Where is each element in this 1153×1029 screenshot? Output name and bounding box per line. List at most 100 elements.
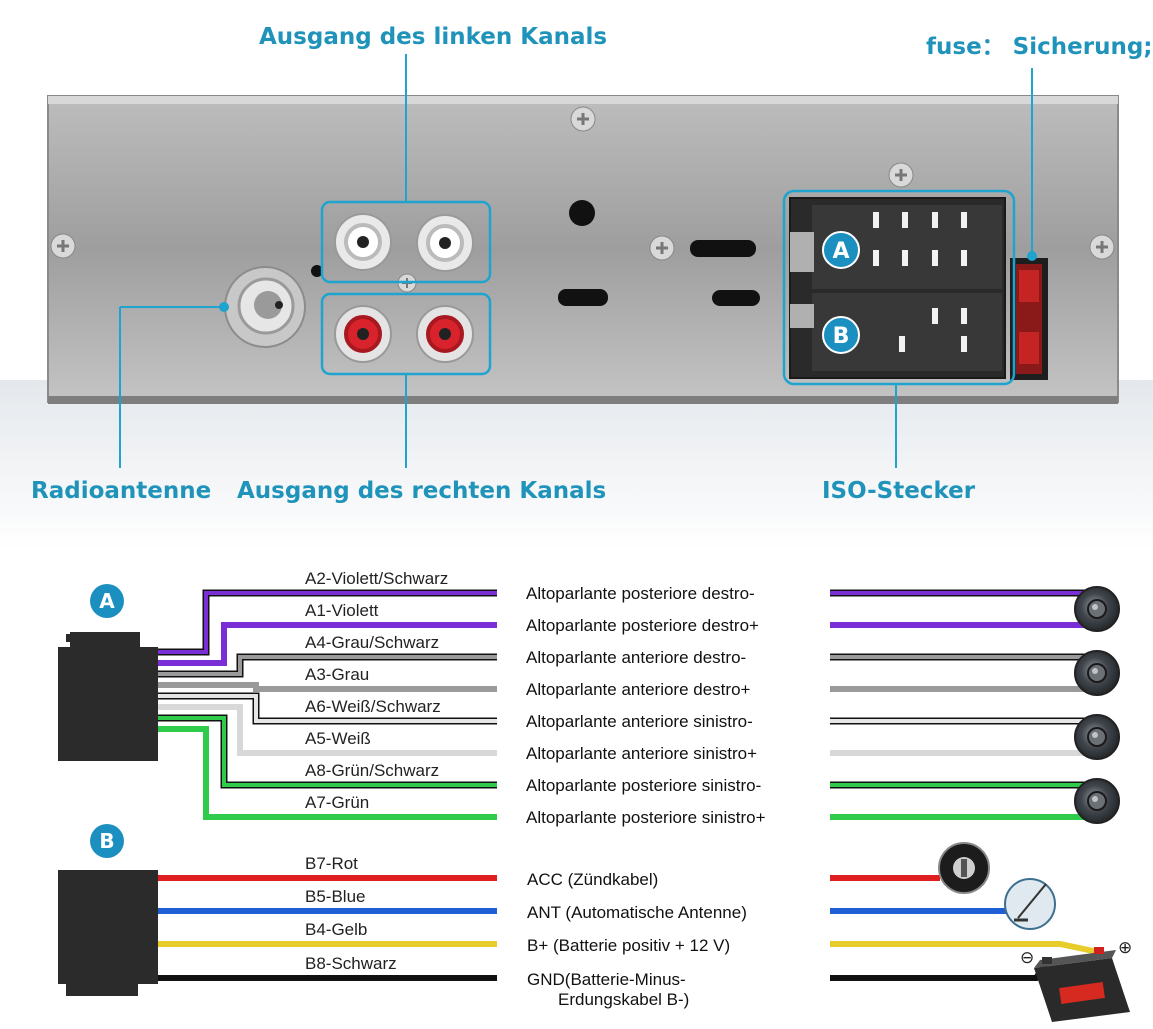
wire-a: [158, 726, 497, 820]
iso-pin: [932, 308, 938, 324]
wire-a: [158, 704, 497, 756]
screw-icon: [50, 233, 76, 259]
wire-label: A8-Grün/Schwarz: [305, 761, 439, 780]
iso-pins: [873, 212, 967, 352]
callout-fuse: fuse： Sicherung;: [926, 34, 1153, 60]
antenna-icon: [1004, 878, 1056, 930]
wire-a: [158, 714, 497, 789]
wire-a: [158, 692, 497, 725]
svg-text:A: A: [832, 239, 849, 264]
iso-pin: [932, 212, 938, 228]
battery-icon: ⊕ ⊖: [1020, 938, 1132, 1022]
wire-label: A5-Weiß: [305, 729, 371, 748]
wire-label: B7-Rot: [305, 854, 358, 873]
wire-description: Altoparlante posteriore destro-: [526, 584, 755, 603]
screw-icon: [649, 235, 675, 261]
badge-b: B: [90, 824, 124, 858]
leader-dot: [219, 302, 229, 312]
wire-a: [158, 622, 497, 666]
callout-right-channel: Ausgang des rechten Kanals: [237, 478, 607, 504]
wire-a: [158, 653, 497, 678]
wire-description-2: Erdungskabel B-): [558, 990, 689, 1009]
vent-slot: [558, 289, 608, 306]
screw-icon: [1089, 234, 1115, 260]
connector-b-plug: [58, 870, 158, 996]
iso-connector: [789, 197, 1006, 379]
iso-pin: [932, 250, 938, 266]
svg-text:B: B: [833, 324, 850, 349]
wire-description: Altoparlante posteriore destro+: [526, 616, 759, 635]
badge-b-photo: B: [822, 316, 860, 354]
wire-label: B5-Blue: [305, 887, 365, 906]
mount-hole: [569, 200, 595, 226]
connector-a-plug: [58, 632, 158, 761]
callout-left-channel: Ausgang des linken Kanals: [259, 24, 608, 50]
svg-text:A: A: [99, 589, 115, 613]
wire-a: [158, 682, 497, 692]
rca-jack-white: [416, 214, 474, 272]
rca-jack-red: [416, 305, 474, 363]
wire-description: Altoparlante posteriore sinistro+: [526, 808, 766, 827]
wire-label: A1-Violett: [305, 601, 379, 620]
wire-label: A7-Grün: [305, 793, 369, 812]
leader-lines: [119, 54, 1033, 468]
screw-icon: [570, 106, 596, 132]
iso-pin: [873, 212, 879, 228]
wire-description: Altoparlante anteriore sinistro-: [526, 712, 753, 731]
iso-pin: [873, 250, 879, 266]
speaker-icon: [1074, 650, 1120, 696]
wire-b-right: [830, 961, 1049, 981]
badge-a-photo: A: [822, 231, 860, 269]
fuse: [1010, 258, 1048, 380]
iso-pin: [902, 212, 908, 228]
wire-label: A6-Weiß/Schwarz: [305, 697, 441, 716]
screw-icon: [888, 162, 914, 188]
wire-label: A4-Grau/Schwarz: [305, 633, 439, 652]
wire-description: ACC (Zündkabel): [527, 870, 658, 889]
panel-reflection: [0, 380, 1153, 550]
wire-description: Altoparlante anteriore destro-: [526, 648, 746, 667]
wire-a: [158, 589, 497, 656]
badge-a: A: [90, 584, 124, 618]
mount-hole: [311, 265, 323, 277]
wire-description: Altoparlante anteriore sinistro+: [526, 744, 757, 763]
svg-text:⊖: ⊖: [1020, 948, 1034, 967]
leader-dot: [1027, 251, 1037, 261]
svg-text:B: B: [99, 829, 114, 853]
wire-label: A2-Violett/Schwarz: [305, 569, 448, 588]
vent-slot: [690, 240, 756, 257]
iso-pin: [902, 250, 908, 266]
wire-description: Altoparlante posteriore sinistro-: [526, 776, 761, 795]
panel-bottom-edge: [48, 396, 1118, 404]
speaker-icon: [1074, 778, 1120, 824]
wire-description: Altoparlante anteriore destro+: [526, 680, 751, 699]
wire-b-right: [830, 941, 1099, 955]
rca-jack-white: [334, 213, 392, 271]
antenna-jack: [224, 266, 306, 348]
wire-description: GND(Batterie-Minus-: [527, 970, 686, 989]
wire-description: ANT (Automatische Antenne): [527, 903, 747, 922]
iso-pin: [961, 308, 967, 324]
callout-iso: ISO-Stecker: [822, 478, 976, 504]
iso-pin: [961, 336, 967, 352]
iso-pin: [961, 212, 967, 228]
callout-radio-antenna: Radioantenne: [31, 478, 212, 504]
vent-slot: [712, 290, 760, 306]
ignition-key-icon: [938, 842, 990, 894]
wire-description: B+ (Batterie positiv + 12 V): [527, 936, 730, 955]
wire-label: A3-Grau: [305, 665, 369, 684]
iso-highlight: [782, 189, 1016, 386]
svg-text:⊕: ⊕: [1118, 938, 1132, 957]
wire-label: B8-Schwarz: [305, 954, 397, 973]
iso-pin: [961, 250, 967, 266]
wire-label: B4-Gelb: [305, 920, 367, 939]
speaker-icon: [1074, 714, 1120, 760]
rca-jack-red: [334, 305, 392, 363]
iso-pin: [899, 336, 905, 352]
panel-top-edge: [48, 96, 1118, 104]
speaker-icon: [1074, 586, 1120, 632]
